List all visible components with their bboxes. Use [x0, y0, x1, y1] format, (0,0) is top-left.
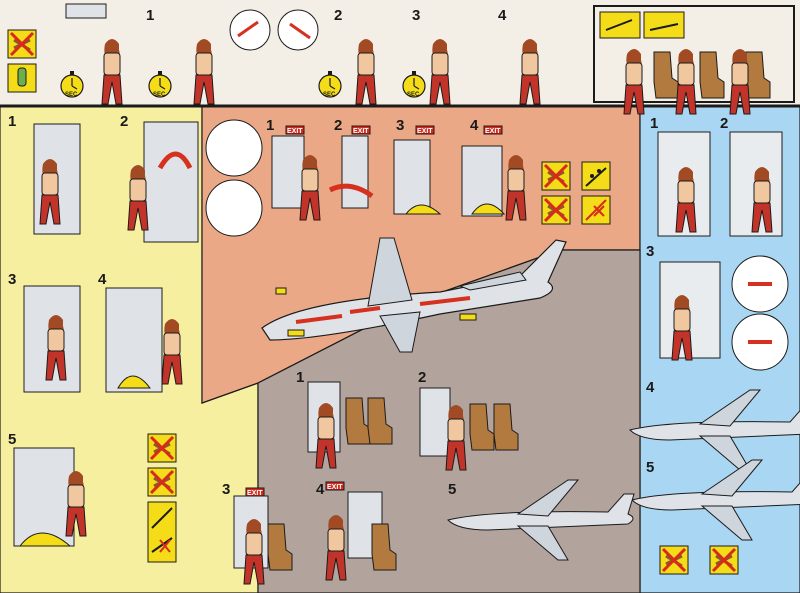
exit-sign-text: EXIT: [353, 128, 369, 135]
no-luggage-icon: [540, 160, 572, 192]
exit-sign-icon: [325, 481, 345, 491]
handle-detail-icon: [205, 179, 263, 237]
right-step-5-number: 5: [646, 459, 654, 476]
exit-sign-icon: [415, 125, 435, 135]
door-icon: [393, 139, 431, 215]
right-step-3-number: 3: [646, 243, 654, 260]
window-step-4-number: 4: [316, 481, 325, 498]
window-step-1-number: 1: [296, 369, 304, 386]
no-luggage-icon: [146, 432, 178, 464]
oxygen-step-1-number: 1: [146, 7, 154, 24]
overwing-step-4-number: 4: [470, 117, 479, 134]
aircraft-diagram: [261, 237, 567, 353]
mask-detail-icon: [229, 9, 271, 51]
no-high-heels-icon: [540, 194, 572, 226]
overwing-door-section: 1 2 3 4 EXIT EXIT EXIT EXIT: [205, 117, 611, 237]
handle-detail-icon: [205, 119, 263, 177]
exit-sign-text: EXIT: [417, 128, 433, 135]
exit-path-arrow: [295, 296, 471, 324]
slide-icon: [581, 161, 611, 191]
slide-icon: [275, 287, 287, 295]
window-exit-section: 1 2 3 4 5 EXIT EXIT: [222, 369, 635, 585]
arrow-icon: [328, 183, 374, 199]
overwing-step-2-number: 2: [334, 117, 342, 134]
no-high-heels-icon: [146, 466, 178, 498]
timer-label: SEC: [323, 92, 336, 98]
oxygen-step-2-number: 2: [334, 7, 342, 24]
door-icon: [341, 135, 369, 209]
no-smoking-icon: [6, 28, 38, 60]
aft-step-3-number: 3: [8, 271, 16, 288]
exit-sign-icon: [285, 125, 305, 135]
slide-icon: [459, 313, 477, 321]
window-step-3-number: 3: [222, 481, 230, 498]
exit-sign-icon: [245, 487, 265, 497]
aft-step-1-number: 1: [8, 113, 16, 130]
exit-sign-text: EXIT: [327, 484, 343, 491]
brace-section: [599, 11, 771, 115]
no-luggage-icon: [658, 544, 690, 576]
right-step-4-number: 4: [646, 379, 655, 396]
exit-sign-text: EXIT: [485, 128, 501, 135]
timer-label: SEC: [153, 92, 166, 98]
mask-compartment-icon: [65, 3, 107, 19]
oxygen-step-3-number: 3: [412, 7, 420, 24]
slide-icon: [287, 329, 305, 337]
arrow-icon: [157, 151, 193, 170]
right-step-1-number: 1: [650, 115, 658, 132]
window-step-5-number: 5: [448, 481, 456, 498]
right-step-2-number: 2: [720, 115, 728, 132]
overwing-step-3-number: 3: [396, 117, 404, 134]
aft-step-4-number: 4: [98, 271, 107, 288]
window-step-2-number: 2: [418, 369, 426, 386]
door-icon: [13, 447, 75, 547]
door-icon: [143, 121, 199, 243]
door-icon: [271, 135, 305, 209]
aft-door-section: 1 2 3 4 5: [8, 113, 199, 563]
oxygen-section: 1 2 3 4 SEC SEC SEC SEC: [6, 3, 541, 105]
overwing-step-1-number: 1: [266, 117, 274, 134]
no-high-heels-icon: [708, 544, 740, 576]
timer-label: SEC: [407, 92, 420, 98]
aft-step-2-number: 2: [120, 113, 128, 130]
oxygen-step-4-number: 4: [498, 7, 507, 24]
exit-sign-icon: [351, 125, 371, 135]
exit-sign-icon: [483, 125, 503, 135]
exit-sign-text: EXIT: [247, 490, 263, 497]
exit-sign-text: EXIT: [287, 128, 303, 135]
right-door-section: 1 2 3 4 5: [629, 115, 800, 576]
door-icon: [461, 145, 503, 217]
timer-label: SEC: [65, 92, 78, 98]
window-exit-hatch-icon: [419, 387, 451, 457]
door-icon: [105, 287, 163, 393]
aft-step-5-number: 5: [8, 431, 16, 448]
slide-icon: [147, 501, 177, 563]
